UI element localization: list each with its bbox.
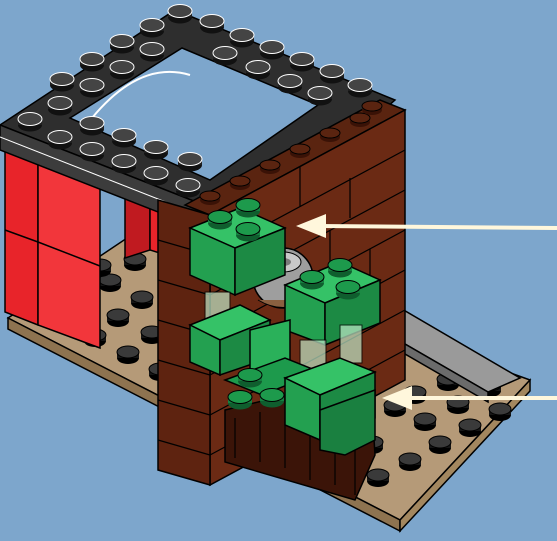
lego-build-illustration bbox=[0, 0, 557, 541]
